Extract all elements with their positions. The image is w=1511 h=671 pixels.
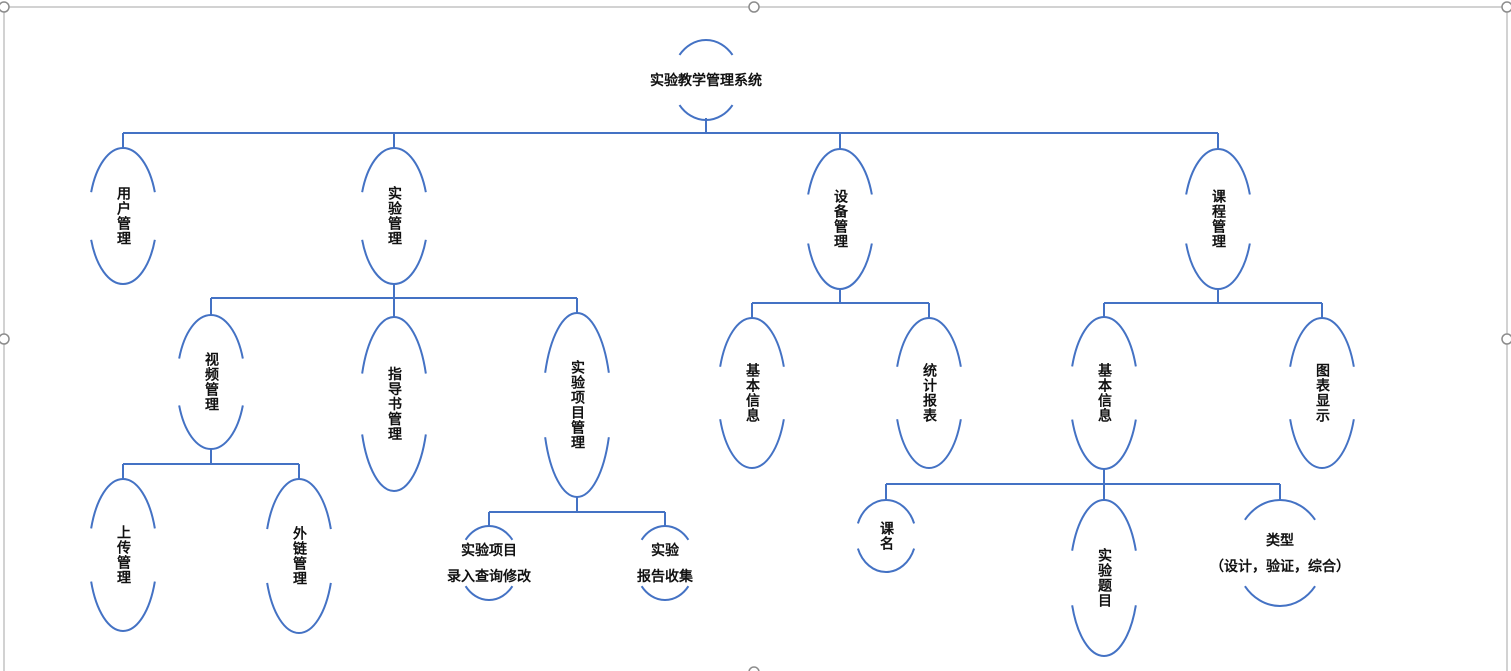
node-equipinfo[interactable]	[719, 317, 785, 469]
node-outline	[1071, 499, 1137, 657]
node-outline	[856, 499, 916, 573]
node-equip[interactable]	[807, 148, 873, 290]
node-label-video: 视频管理	[203, 352, 219, 412]
node-outline	[90, 478, 156, 632]
node-outline	[266, 478, 332, 634]
node-outline	[678, 39, 734, 121]
node-type[interactable]: 类型 （设计，验证，综合）	[1210, 499, 1350, 607]
node-label-link: 外链管理	[291, 526, 307, 586]
node-topic[interactable]	[1071, 499, 1137, 657]
node-label-report-line-1: 报告收集	[637, 568, 694, 585]
connector-equip	[751, 288, 930, 318]
connector-exp	[210, 283, 578, 318]
resize-handle-middle-right[interactable]	[1501, 333, 1511, 345]
node-outline	[640, 525, 690, 601]
node-course[interactable]	[1185, 148, 1251, 290]
node-outline	[361, 147, 427, 285]
node-label-report-line-0: 实验	[651, 542, 680, 559]
node-outline	[464, 525, 514, 601]
connector-root	[122, 118, 1219, 149]
node-video[interactable]	[178, 314, 244, 450]
node-exp[interactable]	[361, 147, 427, 285]
node-outline	[1071, 316, 1137, 470]
node-label-courseinfo: 基本信息	[1096, 363, 1112, 423]
connector-proj	[488, 497, 666, 527]
node-label-projentry-line-1: 录入查询修改	[447, 568, 532, 585]
connector-course	[1103, 288, 1323, 318]
node-outline	[90, 147, 156, 285]
node-label-topic: 实验题目	[1096, 548, 1112, 608]
node-guide[interactable]	[361, 316, 427, 492]
node-outline	[1244, 499, 1316, 607]
node-label-user: 用户管理	[115, 186, 131, 246]
node-outline	[178, 314, 244, 450]
node-label-projentry-line-0: 实验项目	[461, 542, 517, 559]
resize-handle-top-right[interactable]	[1501, 1, 1511, 13]
node-cname[interactable]	[856, 499, 916, 573]
node-root[interactable]: 实验教学管理系统	[650, 39, 762, 121]
node-outline	[1289, 317, 1355, 469]
node-link[interactable]	[266, 478, 332, 634]
node-courseinfo[interactable]	[1071, 316, 1137, 470]
connector-lines	[122, 118, 1323, 527]
node-outline	[807, 148, 873, 290]
resize-handle-middle-left[interactable]	[0, 333, 10, 345]
node-label-course: 课程管理	[1210, 189, 1226, 249]
node-stats[interactable]	[896, 317, 962, 469]
node-label-cname: 课名	[878, 521, 894, 551]
resize-handle-top-center[interactable]	[748, 1, 760, 13]
node-label-stats: 统计报表	[921, 363, 937, 423]
node-outline	[1185, 148, 1251, 290]
node-chart[interactable]	[1289, 317, 1355, 469]
node-label-exp: 实验管理	[386, 186, 402, 246]
node-label-type-line-0: 类型	[1266, 532, 1294, 549]
node-label-root: 实验教学管理系统	[650, 72, 762, 89]
node-label-chart: 图表显示	[1314, 363, 1330, 423]
node-label-equip: 设备管理	[832, 189, 848, 249]
node-outline	[361, 316, 427, 492]
node-upload[interactable]	[90, 478, 156, 632]
node-label-type-line-1: （设计，验证，综合）	[1210, 558, 1350, 575]
node-user[interactable]	[90, 147, 156, 285]
resize-handle-bottom-center[interactable]	[748, 666, 760, 671]
node-outline	[896, 317, 962, 469]
node-label-equipinfo: 基本信息	[744, 363, 760, 423]
node-label-proj: 实验项目管理	[569, 360, 585, 450]
node-outline	[544, 312, 610, 498]
connector-courseinfo	[885, 469, 1281, 500]
node-label-guide: 指导书管理	[386, 366, 402, 442]
connector-video	[122, 448, 300, 479]
resize-handle-top-left[interactable]	[0, 1, 10, 13]
node-proj[interactable]	[544, 312, 610, 498]
node-label-upload: 上传管理	[115, 525, 131, 585]
node-outline	[719, 317, 785, 469]
